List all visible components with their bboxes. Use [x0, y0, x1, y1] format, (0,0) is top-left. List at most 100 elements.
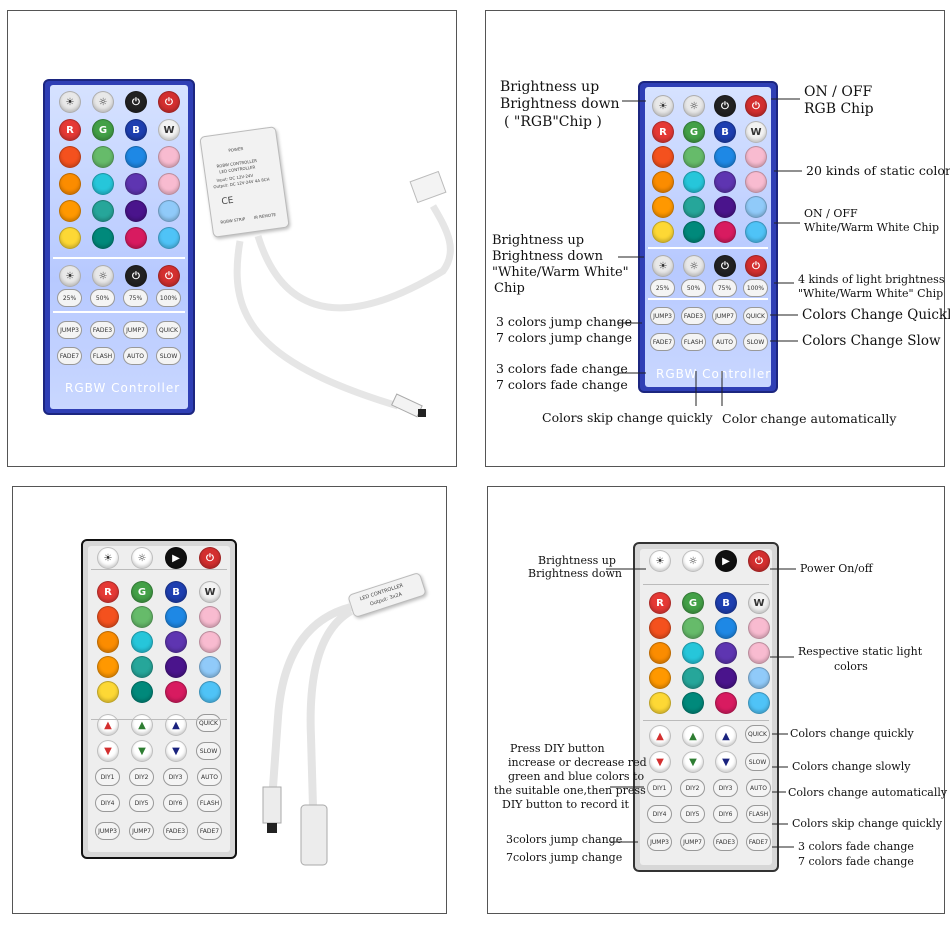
color-button-w[interactable]: W [158, 119, 180, 141]
color-button-r[interactable]: R [652, 121, 674, 143]
color-button[interactable] [748, 642, 770, 664]
color-button-b[interactable]: B [714, 121, 736, 143]
color-button[interactable] [683, 171, 705, 193]
color-button[interactable] [715, 667, 737, 689]
color-button[interactable] [59, 200, 81, 222]
color-button[interactable] [97, 656, 119, 678]
brightness-percent-button[interactable]: 100% [156, 289, 181, 307]
mode-button[interactable]: FADE7 [57, 347, 82, 365]
mode-button[interactable]: FADE3 [681, 307, 706, 325]
color-button-b[interactable]: B [715, 592, 737, 614]
color-button[interactable] [165, 631, 187, 653]
color-button[interactable] [649, 667, 671, 689]
color-button[interactable] [745, 221, 767, 243]
color-button[interactable] [92, 173, 114, 195]
color-button[interactable] [125, 227, 147, 249]
bright-down-icon[interactable]: ☼ [682, 550, 704, 572]
increase-icon[interactable]: ▲ [649, 725, 671, 747]
color-button[interactable] [158, 200, 180, 222]
diy-button[interactable]: DIY1 [647, 779, 672, 797]
diy-button[interactable]: DIY3 [713, 779, 738, 797]
diy-button[interactable]: FLASH [197, 794, 222, 812]
power-on-icon[interactable]: ⏻ [745, 95, 767, 117]
bright-up-icon[interactable]: ☀ [652, 95, 674, 117]
diy-button[interactable]: DIY2 [680, 779, 705, 797]
mode-button[interactable]: SLOW [743, 333, 768, 351]
color-button[interactable] [97, 606, 119, 628]
mode-button[interactable]: FADE7 [746, 833, 771, 851]
color-button[interactable] [59, 227, 81, 249]
color-button[interactable] [97, 681, 119, 703]
brightness-percent-button[interactable]: 25% [57, 289, 82, 307]
mode-button[interactable]: FADE3 [163, 822, 188, 840]
color-button[interactable] [715, 642, 737, 664]
white-off-icon[interactable]: ⏻ [714, 255, 736, 277]
color-button-b[interactable]: B [165, 581, 187, 603]
brightness-percent-button[interactable]: 75% [712, 279, 737, 297]
quick-button[interactable]: QUICK [745, 725, 770, 743]
color-button[interactable] [97, 631, 119, 653]
color-button[interactable] [649, 642, 671, 664]
diy-button[interactable]: FLASH [746, 805, 771, 823]
color-button[interactable] [715, 692, 737, 714]
white-up-icon[interactable]: ☀ [59, 265, 81, 287]
quick-button[interactable]: QUICK [196, 714, 221, 732]
diy-button[interactable]: DIY6 [713, 805, 738, 823]
diy-button[interactable]: DIY4 [95, 794, 120, 812]
power-on-icon[interactable]: ⏻ [158, 91, 180, 113]
color-button-g[interactable]: G [131, 581, 153, 603]
color-button[interactable] [682, 692, 704, 714]
brightness-percent-button[interactable]: 75% [123, 289, 148, 307]
bright-up-icon[interactable]: ☀ [649, 550, 671, 572]
bright-down-icon[interactable]: ☼ [683, 95, 705, 117]
color-button[interactable] [125, 173, 147, 195]
color-button[interactable] [748, 692, 770, 714]
decrease-icon[interactable]: ▼ [97, 740, 119, 762]
decrease-icon[interactable]: ▼ [131, 740, 153, 762]
decrease-icon[interactable]: ▼ [649, 751, 671, 773]
bright-up-icon[interactable]: ☀ [59, 91, 81, 113]
color-button[interactable] [125, 200, 147, 222]
brightness-percent-button[interactable]: 50% [90, 289, 115, 307]
mode-button[interactable]: SLOW [156, 347, 181, 365]
color-button[interactable] [649, 692, 671, 714]
diy-button[interactable]: AUTO [197, 768, 222, 786]
color-button-g[interactable]: G [682, 592, 704, 614]
mode-button[interactable]: JUMP7 [712, 307, 737, 325]
power-icon[interactable]: ⏻ [199, 547, 221, 569]
color-button[interactable] [652, 146, 674, 168]
mode-button[interactable]: FADE3 [90, 321, 115, 339]
power-off-icon[interactable]: ⏻ [714, 95, 736, 117]
play-pause-icon[interactable]: ▶ [715, 550, 737, 572]
color-button[interactable] [92, 146, 114, 168]
color-button[interactable] [131, 656, 153, 678]
color-button[interactable] [158, 173, 180, 195]
color-button[interactable] [745, 196, 767, 218]
mode-button[interactable]: FADE7 [650, 333, 675, 351]
color-button[interactable] [682, 617, 704, 639]
color-button[interactable] [165, 606, 187, 628]
mode-button[interactable]: QUICK [156, 321, 181, 339]
diy-button[interactable]: DIY5 [129, 794, 154, 812]
white-on-icon[interactable]: ⏻ [745, 255, 767, 277]
color-button-r[interactable]: R [59, 119, 81, 141]
color-button[interactable] [158, 146, 180, 168]
bright-up-icon[interactable]: ☀ [97, 547, 119, 569]
increase-icon[interactable]: ▲ [682, 725, 704, 747]
mode-button[interactable]: JUMP7 [680, 833, 705, 851]
color-button-w[interactable]: W [748, 592, 770, 614]
color-button[interactable] [683, 196, 705, 218]
decrease-icon[interactable]: ▼ [165, 740, 187, 762]
color-button-g[interactable]: G [683, 121, 705, 143]
bright-down-icon[interactable]: ☼ [131, 547, 153, 569]
mode-button[interactable]: JUMP3 [95, 822, 120, 840]
brightness-percent-button[interactable]: 100% [743, 279, 768, 297]
mode-button[interactable]: QUICK [743, 307, 768, 325]
color-button[interactable] [714, 221, 736, 243]
color-button[interactable] [745, 171, 767, 193]
color-button[interactable] [131, 631, 153, 653]
color-button[interactable] [92, 200, 114, 222]
decrease-icon[interactable]: ▼ [715, 751, 737, 773]
white-on-icon[interactable]: ⏻ [158, 265, 180, 287]
color-button[interactable] [652, 171, 674, 193]
